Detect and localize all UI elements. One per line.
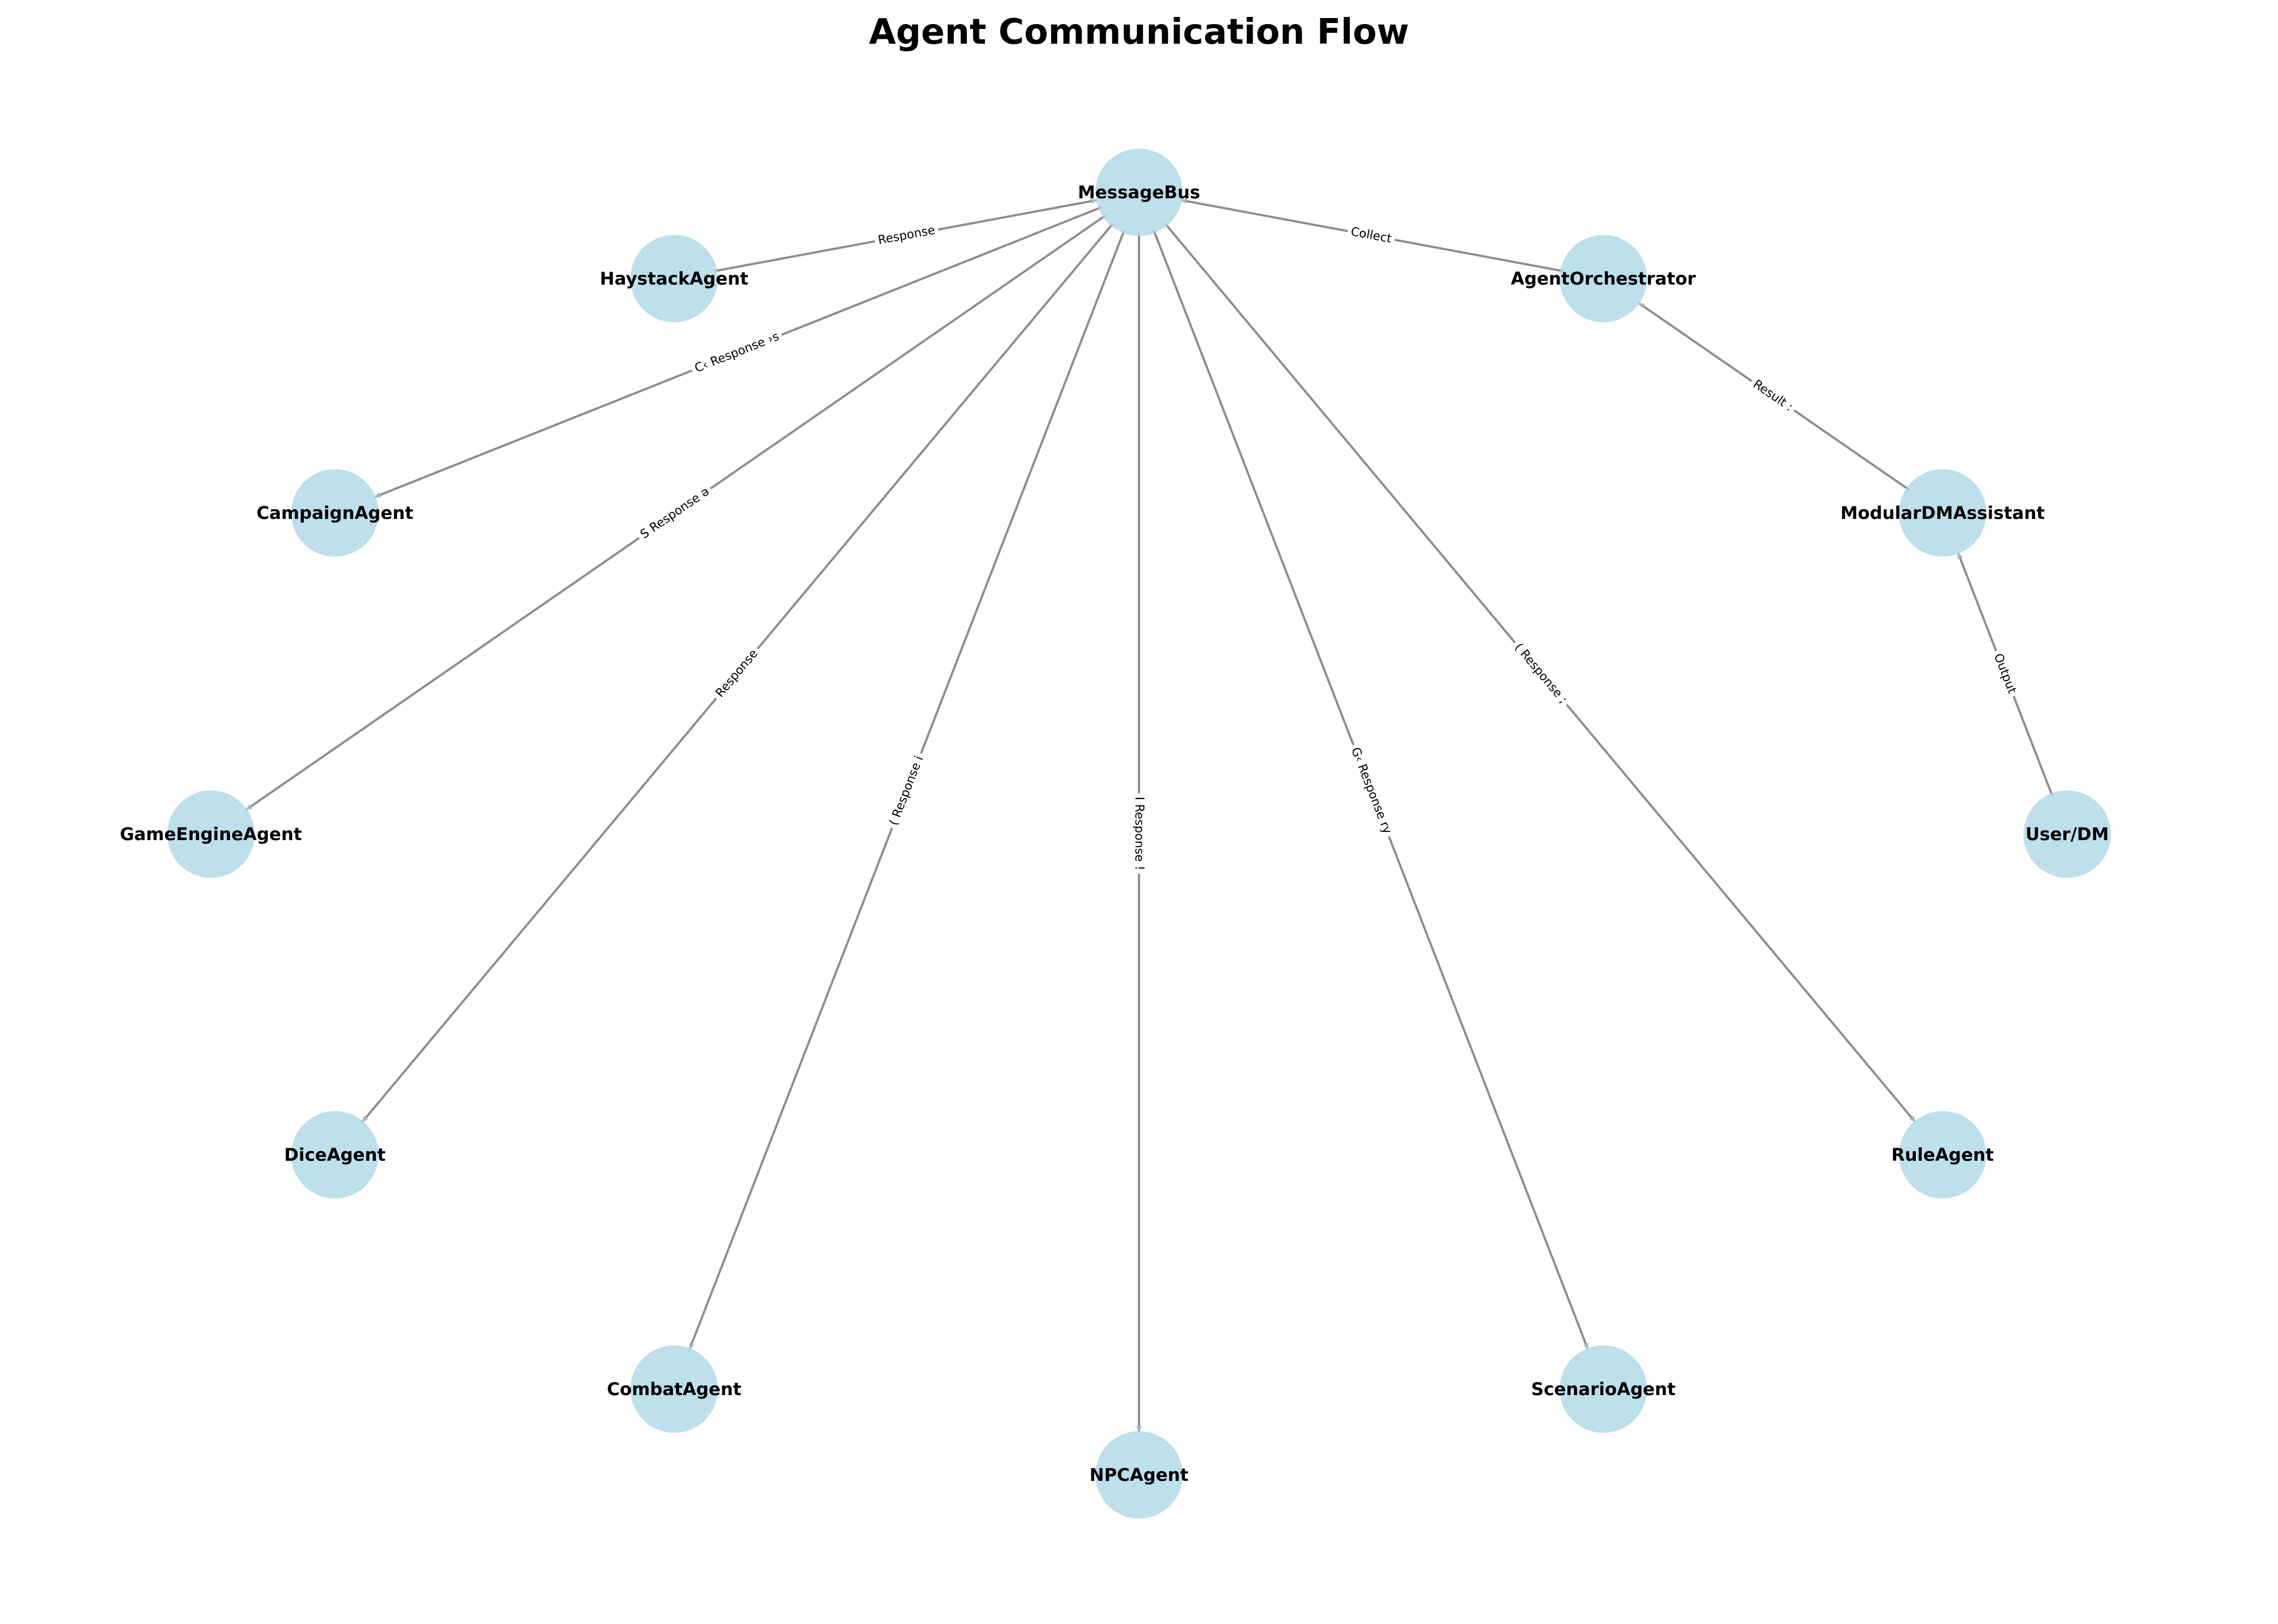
node-label: CombatAgent [607, 1379, 741, 1399]
edge-label-background [884, 751, 929, 831]
node-label: MessageBus [1078, 182, 1200, 203]
node-circle [1095, 1431, 1183, 1519]
edge-label-background [1346, 223, 1396, 248]
node-circle [630, 1345, 718, 1433]
node-circle [1560, 235, 1647, 322]
node-label: GameEngineAgent [120, 824, 302, 845]
edge-label: I Response ! [1132, 797, 1146, 871]
node-circle [630, 235, 718, 322]
node-circle [1899, 1111, 1986, 1198]
node-label: ModularDMAssistant [1840, 503, 2045, 523]
edge-label-background [1346, 742, 1396, 840]
node-modulardmassistant: ModularDMAssistant [1840, 469, 2045, 557]
edge-label-group: I Response ! [1131, 793, 1147, 874]
node-campaignagent: CampaignAgent [256, 469, 414, 557]
edge-label-background [689, 327, 785, 378]
node-circle [1095, 149, 1183, 236]
diagram-title: Agent Communication Flow [869, 12, 1409, 52]
node-ruleagent: RuleAgent [1891, 1111, 1994, 1198]
node-label: DiceAgent [284, 1144, 386, 1165]
node-user-dm: User/DM [2023, 790, 2111, 878]
node-label: ScenarioAgent [1531, 1379, 1675, 1399]
node-label: AgentOrchestrator [1511, 268, 1696, 289]
edge-label-background [634, 482, 716, 545]
node-diceagent: DiceAgent [284, 1111, 386, 1198]
node-gameengineagent: GameEngineAgent [120, 790, 302, 878]
edge-label-background [1131, 793, 1147, 874]
node-circle [1899, 469, 1986, 557]
node-haystackagent: HaystackAgent [600, 235, 748, 322]
edge-label-background [874, 222, 940, 249]
node-circle [167, 790, 255, 878]
edge-label-background [1509, 637, 1573, 710]
node-circle [1560, 1345, 1647, 1433]
node-label: NPCAgent [1089, 1464, 1188, 1485]
node-circle [291, 469, 379, 557]
node-combatagent: CombatAgent [607, 1345, 741, 1433]
node-label: CampaignAgent [256, 503, 413, 523]
edge-label-background [1747, 374, 1799, 417]
edge-label-background [1988, 648, 2021, 699]
node-npcagent: NPCAgent [1089, 1431, 1189, 1519]
node-circle [291, 1111, 379, 1198]
node-messagebus: MessageBus [1078, 149, 1200, 236]
node-scenarioagent: ScenarioAgent [1531, 1345, 1675, 1433]
node-agentorchestrator: AgentOrchestrator [1511, 235, 1696, 322]
node-label: User/DM [2026, 824, 2109, 845]
node-label: HaystackAgent [600, 268, 748, 289]
edge-label-background [710, 643, 764, 704]
node-label: RuleAgent [1891, 1144, 1994, 1165]
node-circle [2023, 790, 2111, 878]
